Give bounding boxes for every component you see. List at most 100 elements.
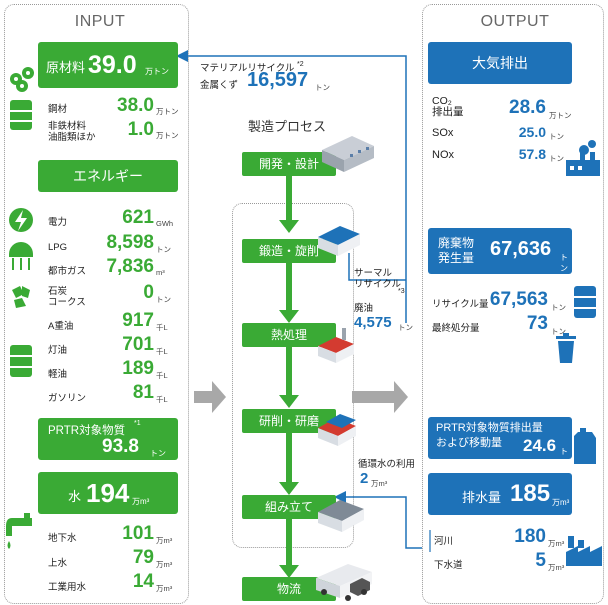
water-label-2: 工業用水 [48, 582, 87, 593]
air-value-2: 57.8 [518, 146, 546, 162]
energy-value-5: 701 [122, 334, 154, 355]
water-label-1: 上水 [48, 558, 68, 569]
waste-drum-icon [574, 286, 596, 318]
energy-value-3: 0 [143, 282, 154, 303]
waste-oil-value: 4,575 [354, 314, 392, 331]
water-input-box: 水 194 万m³ [38, 472, 178, 514]
water-label-0: 地下水 [48, 533, 77, 544]
process-step-heat-treatment: 熱処理 [242, 323, 336, 347]
drainage-unit-0: 万m³ [548, 539, 565, 548]
drainage-value-1: 5 [535, 550, 546, 571]
scrap-unit: トン [315, 83, 330, 92]
waste-label: 廃棄物 発生量 [438, 236, 475, 265]
water-value-0: 101 [122, 523, 154, 544]
coal-icon [12, 286, 30, 308]
air-label-2: NOx [432, 149, 454, 161]
thermal-recycle-note: *3 [398, 288, 405, 295]
prtr-input-box: PRTR対象物質 *1 93.8 トン [38, 418, 178, 460]
material-recycle-label: マテリアルリサイクル [200, 63, 295, 74]
water-input-unit: 万m³ [132, 497, 150, 506]
drainage-label: 排水量 [462, 490, 502, 505]
final-disposal-label: 最終処分量 [432, 323, 480, 334]
air-unit-0: 万トン [549, 111, 572, 120]
final-disposal-value: 73 [526, 313, 548, 334]
water-unit-2: 万m³ [156, 584, 173, 593]
scrap-label: 金属くず [200, 80, 239, 91]
final-disposal-unit: トン [551, 327, 566, 336]
oil-drum-icon [10, 345, 32, 377]
energy-label-6: 軽油 [48, 369, 68, 380]
recycled-value: 67,563 [489, 289, 548, 310]
energy-unit-3: トン [156, 295, 171, 304]
process-step-assembly: 組み立て [242, 495, 336, 519]
process-step-design: 開発・設計 [242, 152, 336, 176]
scrap-value: 16,597 [247, 69, 309, 91]
energy-unit-5: 千L [156, 347, 168, 356]
prtr-output-unit: トン [560, 447, 568, 467]
nonsteel-label: 非鉄材料 油脂類ほか [48, 121, 96, 143]
gas-tank-icon [9, 242, 33, 270]
energy-value-6: 189 [122, 358, 154, 379]
energy-unit-6: 千L [156, 371, 168, 380]
office-building-icon [322, 136, 374, 172]
water-reuse-unit: 万m³ [371, 479, 388, 488]
truck-icon [316, 564, 372, 601]
prtr-input-label: PRTR対象物質 [48, 425, 126, 437]
prtr-input-value: 93.8 [102, 436, 139, 457]
prtr-input-note: *1 [134, 420, 141, 427]
factory-icon [318, 226, 360, 256]
waste-unit: トン [560, 253, 568, 273]
energy-unit-0: GWh [156, 219, 174, 228]
assembly-plant-icon [318, 500, 364, 532]
raw-material-label: 原材料 [46, 60, 86, 75]
output-panel [422, 4, 604, 604]
drainage-label-1: 下水道 [434, 560, 463, 571]
material-recycle-note: *2 [297, 61, 304, 68]
drum-icon [10, 100, 32, 130]
nonsteel-unit: 万トン [156, 131, 179, 140]
drainage-box: 排水量 185 万m³ [428, 473, 572, 515]
raw-material-unit: 万トン [145, 67, 169, 76]
logs-icon [10, 67, 34, 92]
prtr-output-box: PRTR対象物質排出量 および移動量 24.6 トン [428, 417, 572, 467]
raw-material-box: 原材料 39.0 万トン [38, 42, 178, 88]
recycled-label: リサイクル量 [432, 299, 489, 310]
water-unit-0: 万m³ [156, 536, 173, 545]
energy-label-2: 都市ガス [48, 266, 87, 277]
prtr-input-unit: トン [150, 449, 166, 458]
furnace-building-icon [318, 328, 354, 363]
factory-smoke-icon [566, 140, 600, 176]
workshop-icon [318, 414, 356, 446]
steel-value: 38.0 [117, 95, 154, 116]
energy-value-2: 7,836 [106, 256, 154, 277]
water-input-value: 194 [86, 478, 130, 508]
drainage-value: 185 [510, 480, 551, 507]
drainage-value-0: 180 [514, 526, 546, 547]
process-panel [232, 203, 354, 548]
air-value-0: 28.6 [509, 97, 546, 118]
air-unit-1: トン [549, 132, 564, 141]
waste-box: 廃棄物 発生量 67,636 トン [428, 228, 572, 274]
energy-value-4: 917 [122, 310, 154, 331]
water-reuse-value: 2 [360, 470, 369, 487]
energy-unit-2: m³ [156, 268, 165, 277]
energy-label-7: ガソリン [48, 393, 87, 404]
drainage-label-0: 河川 [434, 536, 454, 547]
faucet-icon [6, 513, 32, 549]
air-unit-2: トン [549, 154, 564, 163]
thermal-recycle-label: サーマル リサイクル [354, 268, 402, 290]
waste-oil-label: 廃油 [354, 303, 374, 314]
energy-label: エネルギー [73, 168, 143, 184]
energy-label-3: 石炭 コークス [48, 286, 86, 308]
drainage-unit-1: 万m³ [548, 563, 565, 572]
energy-value-1: 8,598 [106, 232, 154, 253]
factory-drainage-icon [566, 536, 602, 566]
raw-material-value: 39.0 [88, 51, 137, 79]
process-step-grinding: 研削・研磨 [242, 409, 336, 433]
input-panel [4, 4, 189, 604]
air-value-1: 25.0 [518, 124, 546, 140]
energy-unit-4: 千L [156, 323, 168, 332]
